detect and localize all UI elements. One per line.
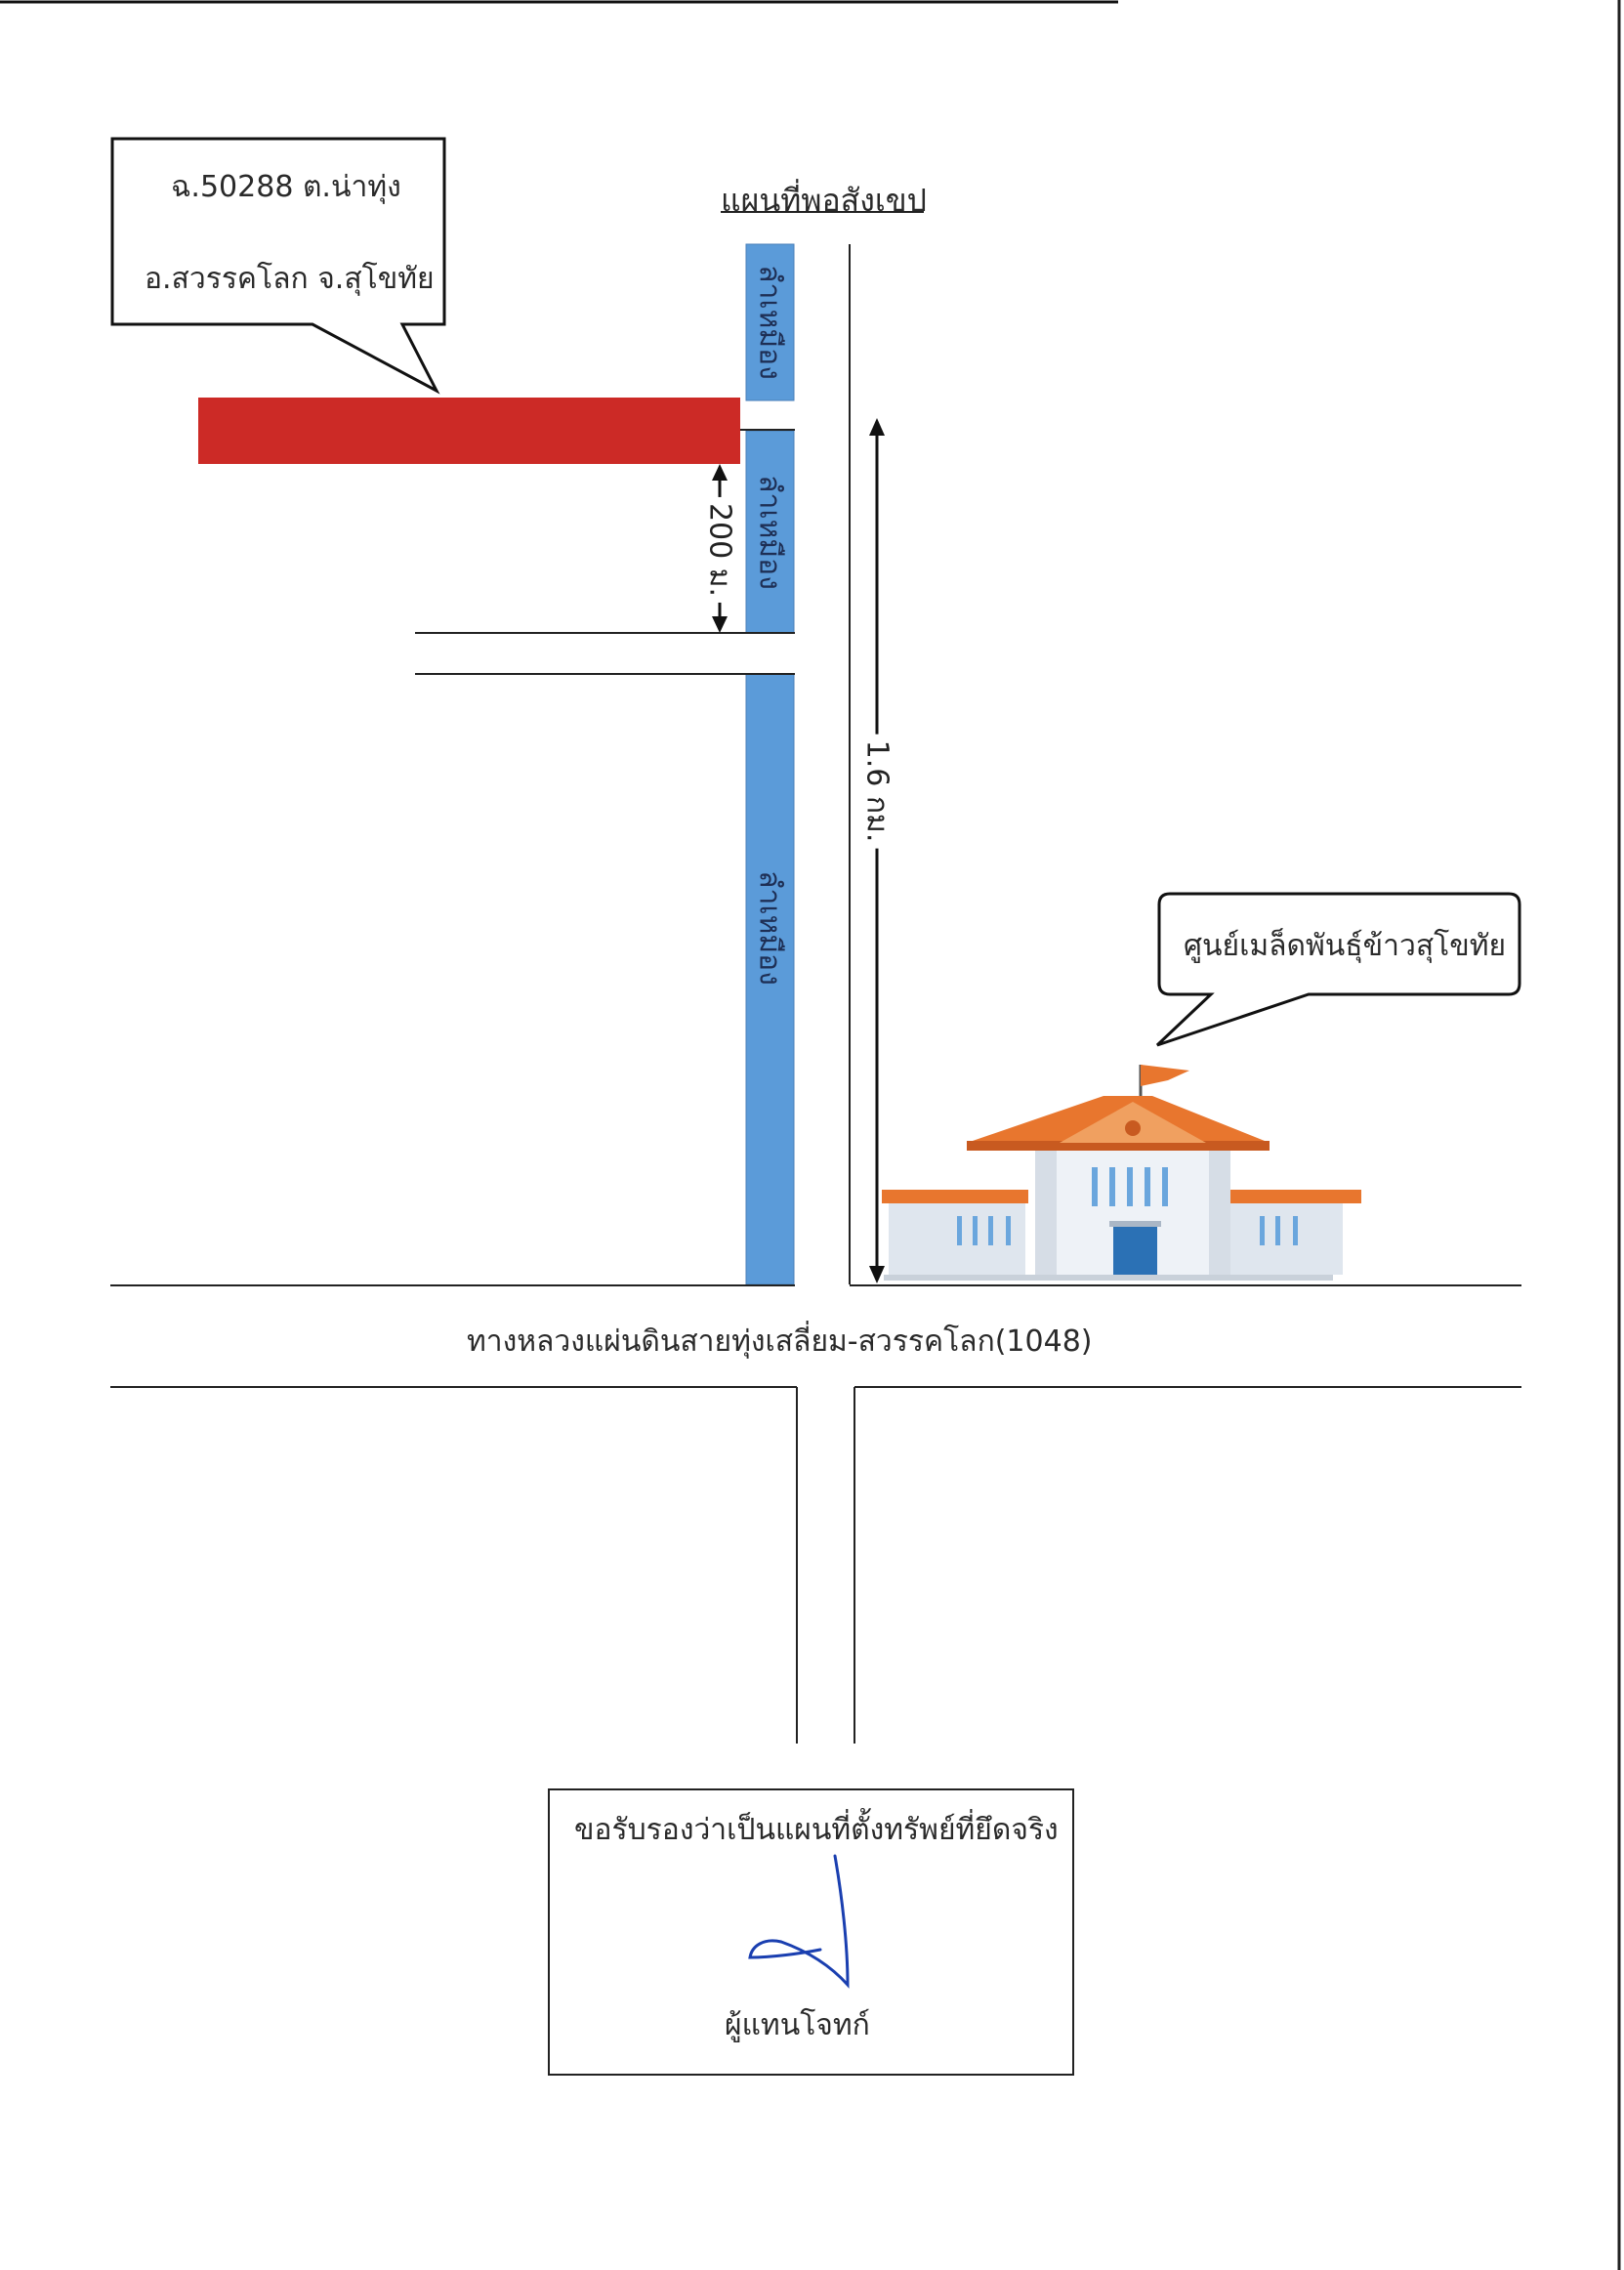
map-title: แผนที่พอสังเขป (721, 182, 927, 219)
canal-segment-3 (745, 673, 795, 1285)
plot-callout-line1: ฉ.50288 ต.น่าทุ่ง (171, 170, 401, 204)
landmark-callout-text: ศูนย์เมล็ดพันธุ์ข้าวสุโขทัย (1184, 929, 1507, 963)
certification-signer: ผู้แทนโจทก์ (725, 2008, 870, 2042)
distance-200m-label: 200 ม. (696, 496, 743, 604)
distance-1600m-label: 1.6 กม. (854, 734, 900, 849)
canal-label-1: ลำเหมือง (752, 265, 787, 380)
certification-box (548, 1788, 1074, 2076)
plot-callout-line2: อ.สวรรคโลก จ.สุโขทัย (145, 262, 435, 296)
rice-seed-center-building-icon (882, 1065, 1361, 1281)
canal-label-3: ลำเหมือง (752, 870, 787, 986)
highway-label: ทางหลวงแผ่นดินสายทุ่งเสลี่ยม-สวรรคโลก(10… (467, 1324, 1093, 1359)
distance-1600m-arrow (869, 418, 885, 1283)
landmark-callout-box (1155, 892, 1521, 1047)
signature (748, 1854, 850, 1989)
canal-segment-1 (745, 243, 795, 401)
certification-text: ขอรับรองว่าเป็นแผนที่ตั้งทรัพย์ที่ยึดจริ… (574, 1813, 1059, 1847)
plot-land (198, 398, 740, 464)
plot-callout-box (110, 137, 446, 395)
canal-label-2: ลำเหมือง (752, 475, 787, 590)
